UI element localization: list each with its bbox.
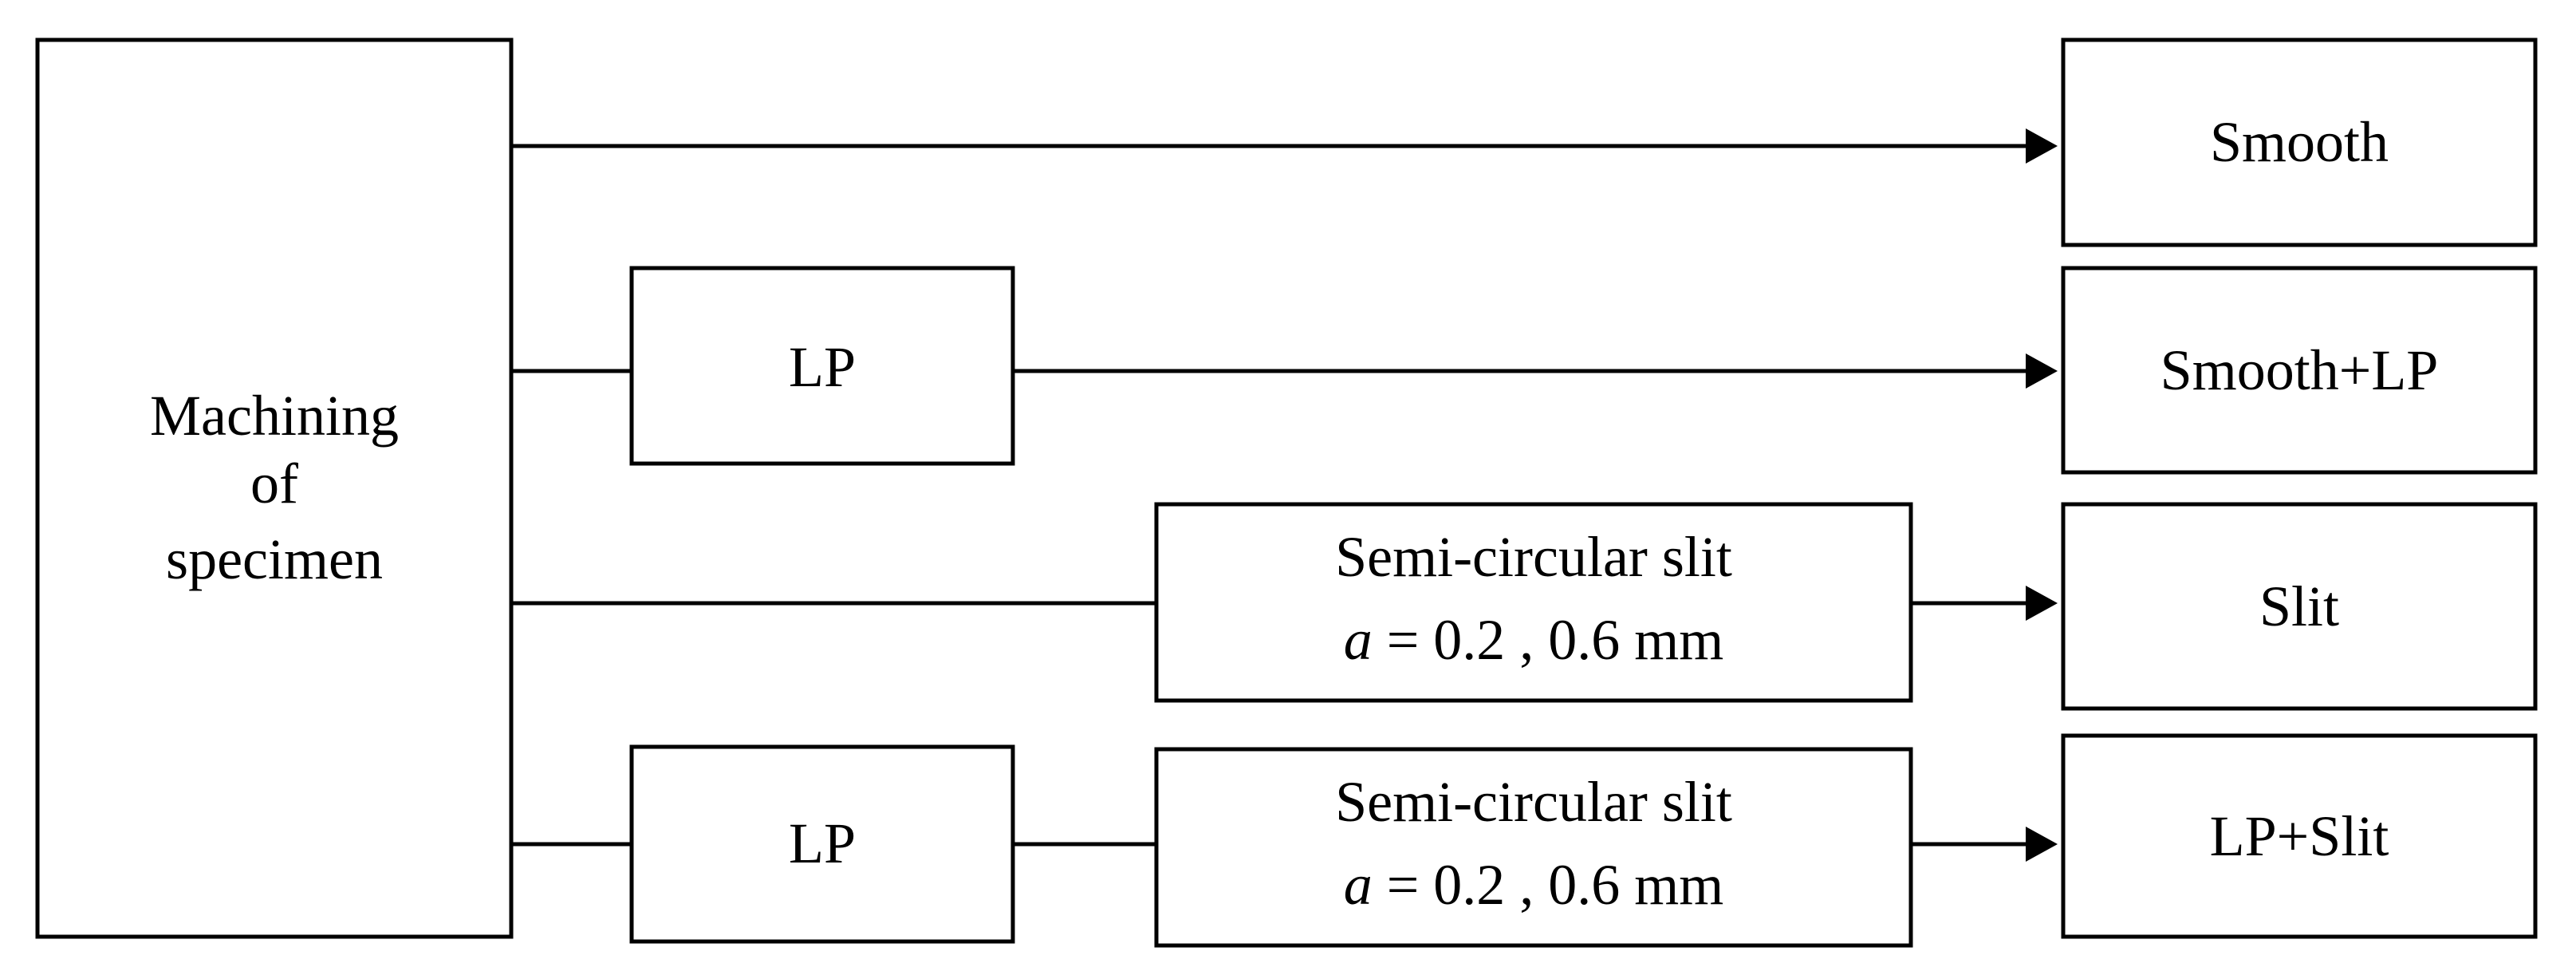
arrowhead-row2	[2026, 353, 2058, 389]
slit-row3-values: = 0.2 , 0.6 mm	[1373, 608, 1724, 672]
lp-box-row2	[629, 266, 1015, 466]
outcome-label-slit: Slit	[2259, 574, 2339, 638]
outcome-box-smooth-lp	[2061, 266, 2538, 475]
lp-box-row4	[629, 744, 1015, 944]
slit-box-row3-line2: a = 0.2 , 0.6 mm	[1344, 608, 1724, 672]
outcome-box-smooth	[2061, 38, 2538, 247]
lp-box-row4-label: LP	[789, 811, 856, 875]
arrowhead-row4	[2026, 827, 2058, 862]
source-box	[35, 38, 514, 939]
source-label-line-2: of	[250, 452, 298, 515]
source-label-line-3: specimen	[166, 527, 383, 591]
slit-row4-values: = 0.2 , 0.6 mm	[1373, 853, 1724, 917]
lp-box-row2-label: LP	[789, 335, 856, 399]
slit-box-row3-line1: Semi-circular slit	[1335, 525, 1732, 589]
arrowhead-row1	[2026, 128, 2058, 164]
slit-row4-variable: a	[1344, 853, 1373, 917]
outcome-box-lp-slit	[2061, 733, 2538, 939]
slit-box-row3	[1154, 502, 1913, 703]
source-label-line-1: Machining	[150, 384, 399, 448]
outcome-label-smooth-lp: Smooth+LP	[2160, 338, 2439, 402]
outcome-box-slit	[2061, 502, 2538, 711]
arrowhead-row3	[2026, 586, 2058, 621]
outcome-label-lp-slit: LP+Slit	[2210, 804, 2389, 868]
outcome-label-smooth: Smooth	[2210, 110, 2389, 174]
slit-row3-variable: a	[1344, 608, 1373, 672]
slit-box-row4-line2: a = 0.2 , 0.6 mm	[1344, 853, 1724, 917]
slit-box-row4	[1154, 747, 1913, 948]
slit-box-row4-line1: Semi-circular slit	[1335, 770, 1732, 834]
